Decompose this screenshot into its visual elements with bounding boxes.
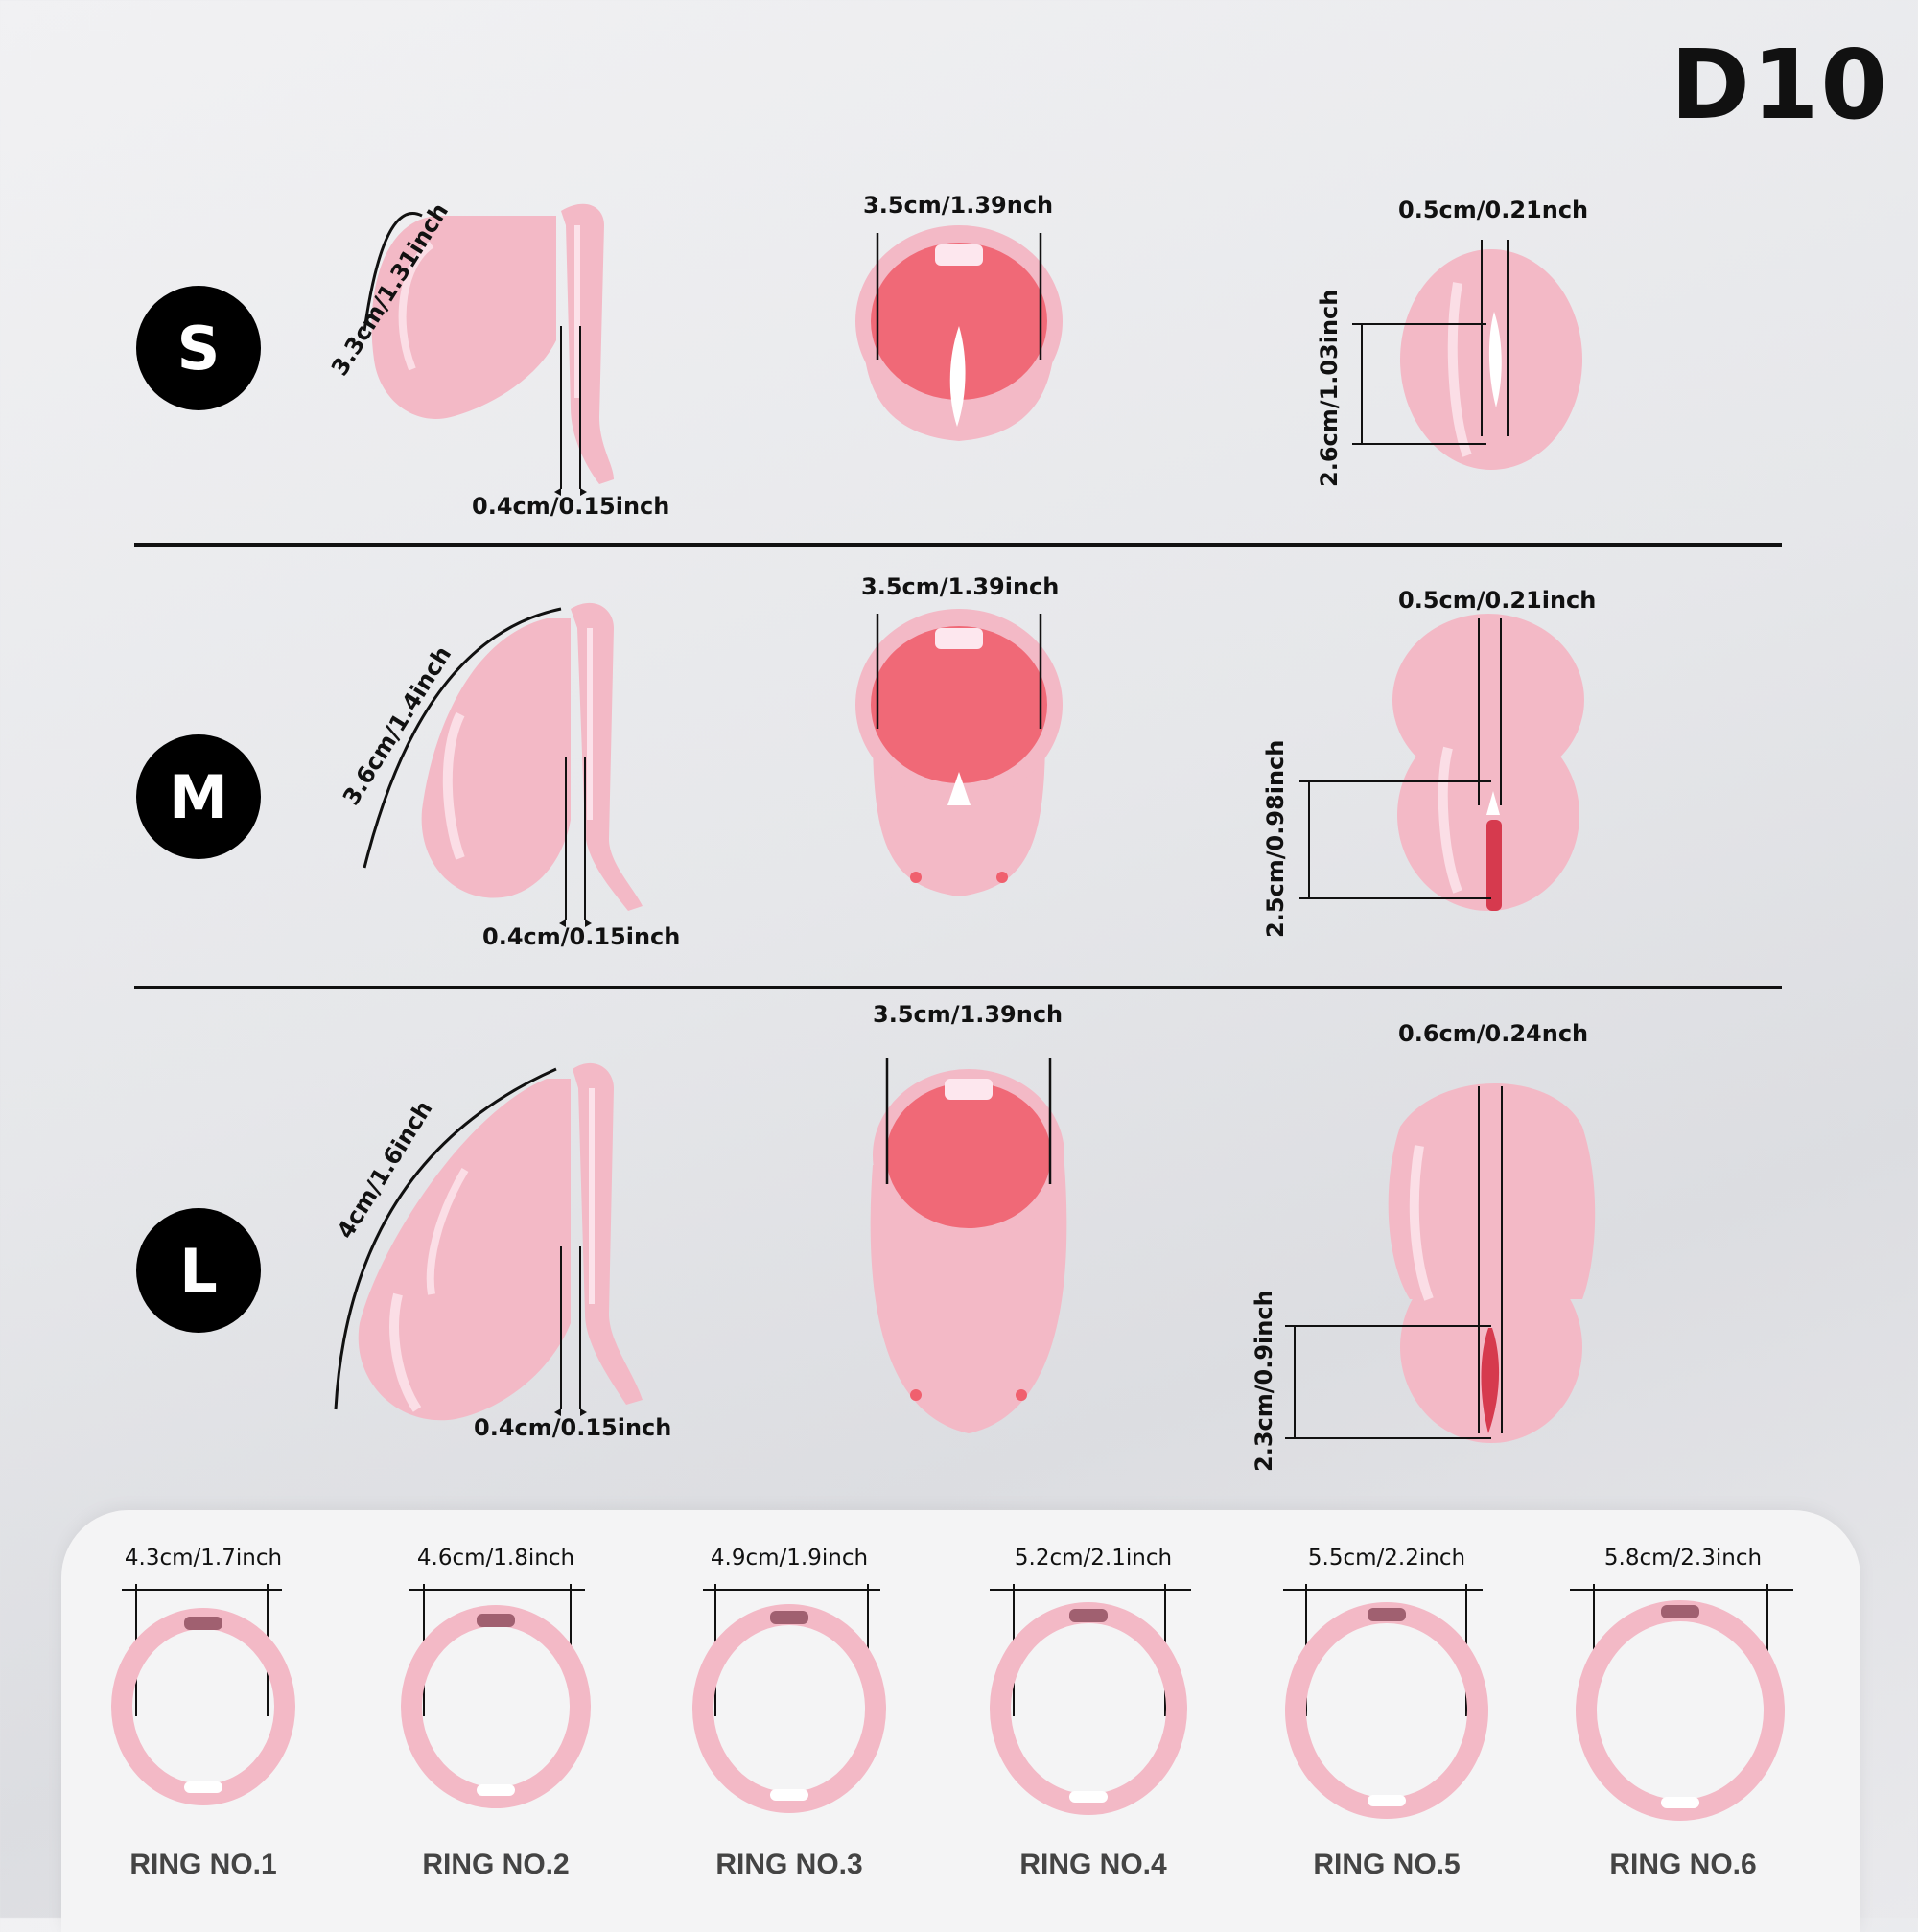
row-divider-2: [134, 986, 1782, 989]
side-view-illustration: [334, 1062, 643, 1421]
bottom-view-illustration: [1352, 240, 1582, 470]
rings-panel: [61, 1510, 1860, 1932]
slit-length-dimension: 2.6cm/1.03inch: [1316, 289, 1343, 487]
side-gap-dimension: 0.4cm/0.15inch: [472, 493, 670, 520]
model-title: D10: [1670, 29, 1889, 141]
opening-width-dimension: 3.5cm/1.39inch: [861, 573, 1060, 600]
slit-length-dimension: 2.5cm/0.98inch: [1262, 739, 1289, 938]
ring-icon: [1283, 1584, 1488, 1819]
ring-icon: [401, 1584, 591, 1808]
ring-item-6: 5.8cm/2.3inch RING NO.6: [1539, 1513, 1827, 1906]
size-badge-m: M: [136, 734, 261, 859]
size-badge-l: L: [136, 1208, 261, 1333]
ring-item-5: 5.5cm/2.2inch RING NO.5: [1243, 1513, 1531, 1906]
ring-icon: [692, 1584, 886, 1813]
slit-width-dimension: 0.5cm/0.21inch: [1398, 587, 1597, 614]
ring-label: RING NO.2: [422, 1849, 570, 1880]
ring-size: 5.8cm/2.3inch: [1603, 1546, 1763, 1571]
ring-item-2: 4.6cm/1.8inch RING NO.2: [352, 1513, 640, 1906]
opening-width-dimension: 3.5cm/1.39nch: [863, 192, 1054, 219]
front-view-illustration: [870, 1058, 1067, 1433]
ring-icon: [990, 1584, 1191, 1815]
size-badge-s: S: [136, 286, 261, 410]
ring-size: 4.9cm/1.9inch: [710, 1546, 869, 1571]
slit-width-dimension: 0.5cm/0.21nch: [1398, 197, 1589, 223]
ring-label: RING NO.4: [1019, 1849, 1167, 1880]
bottom-view-illustration: [1299, 614, 1584, 911]
ring-icon: [1570, 1584, 1793, 1821]
ring-item-1: 4.3cm/1.7inch RING NO.1: [59, 1513, 347, 1906]
ring-label: RING NO.3: [715, 1849, 863, 1880]
ring-size: 5.5cm/2.2inch: [1307, 1546, 1466, 1571]
bottom-view-illustration: [1285, 1083, 1596, 1443]
ring-size: 4.6cm/1.8inch: [416, 1546, 575, 1571]
ring-item-3: 4.9cm/1.9inch RING NO.3: [645, 1513, 933, 1906]
ring-size: 4.3cm/1.7inch: [124, 1546, 283, 1571]
ring-size: 5.2cm/2.1inch: [1014, 1546, 1173, 1571]
ring-icon: [111, 1584, 295, 1805]
front-view-illustration: [855, 609, 1063, 896]
side-view-illustration: [363, 602, 643, 927]
ring-label: RING NO.5: [1313, 1849, 1461, 1880]
side-view-illustration: [363, 203, 614, 496]
opening-width-dimension: 3.5cm/1.39nch: [873, 1001, 1064, 1028]
side-gap-dimension: 0.4cm/0.15inch: [474, 1414, 672, 1441]
slit-length-dimension: 2.3cm/0.9inch: [1251, 1290, 1277, 1472]
row-divider-1: [134, 543, 1782, 547]
ring-label: RING NO.6: [1609, 1849, 1757, 1880]
front-view-illustration: [855, 225, 1063, 441]
ring-label: RING NO.1: [129, 1849, 277, 1880]
slit-width-dimension: 0.6cm/0.24nch: [1398, 1020, 1589, 1047]
side-gap-dimension: 0.4cm/0.15inch: [482, 923, 681, 950]
ring-item-4: 5.2cm/2.1inch RING NO.4: [949, 1513, 1237, 1906]
